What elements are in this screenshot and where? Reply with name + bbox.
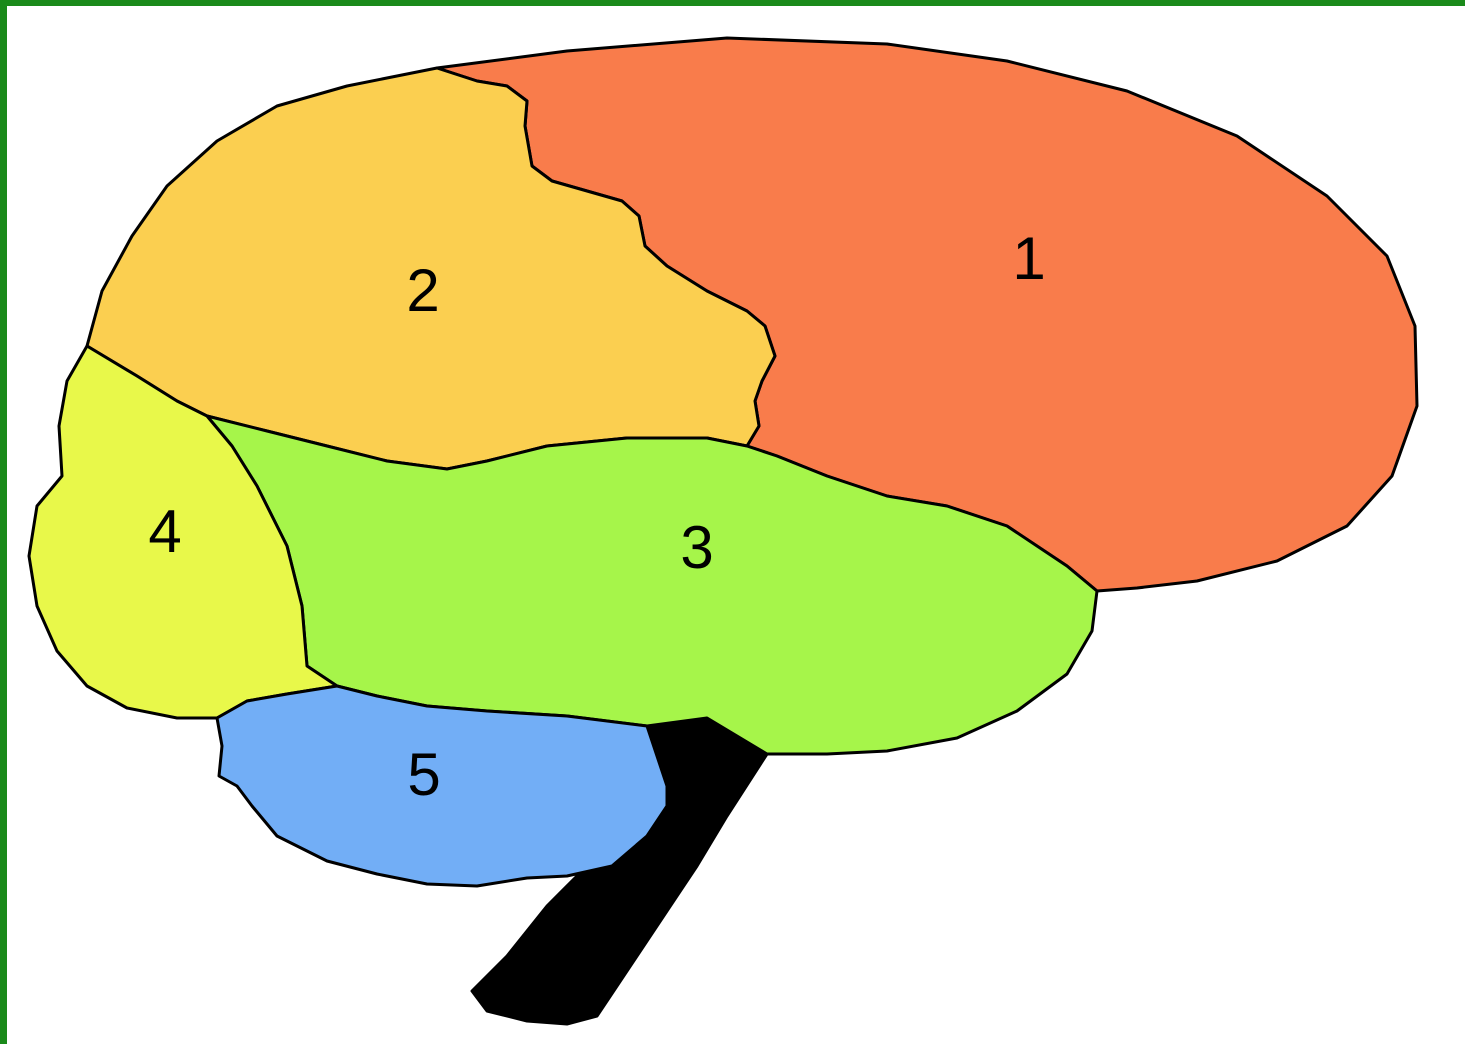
brain-diagram: 1 2 3 4 5 [27, 36, 1419, 1026]
region-4-label: 4 [148, 498, 181, 565]
region-3-label: 3 [680, 514, 713, 581]
region-2-label: 2 [406, 257, 439, 324]
region-1-label: 1 [1012, 225, 1045, 292]
region-5-shape [215, 684, 669, 888]
region-5-label: 5 [407, 741, 440, 808]
